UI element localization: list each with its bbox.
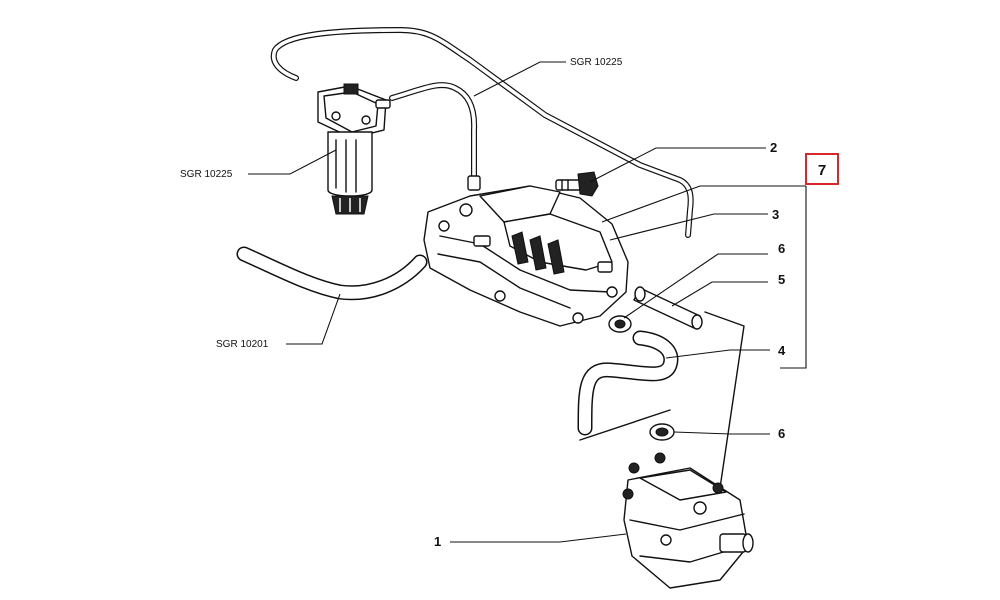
label-part-2: 2 [770, 140, 777, 155]
clip-part-6-lower [649, 423, 675, 441]
label-ref-filter: SGR 10225 [180, 169, 233, 180]
label-part-4: 4 [778, 343, 786, 358]
feed-pipe-filter [389, 82, 481, 191]
label-part-6-upper: 6 [778, 241, 785, 256]
return-pipe-top [270, 27, 694, 238]
label-part-3: 3 [772, 207, 779, 222]
hose-sgr-10201 [236, 246, 428, 301]
highlight-box [805, 153, 839, 185]
part-labels: SGR 10225 SGR 10225 SGR 10201 2 3 6 5 4 … [180, 57, 786, 549]
label-part-7: 7 [818, 162, 826, 179]
fuel-filter-assembly [317, 83, 391, 215]
hose-part-4 [577, 330, 679, 436]
label-part-1: 1 [434, 534, 441, 549]
highlight-part-7[interactable]: 7 [805, 153, 839, 185]
union-pipe-part-5 [633, 286, 703, 330]
label-part-6-lower: 6 [778, 426, 785, 441]
label-ref-hose: SGR 10201 [216, 339, 269, 350]
leader-lines [248, 61, 807, 543]
label-ref-top: SGR 10225 [570, 57, 623, 68]
rail-body-part-3 [423, 185, 629, 327]
injection-pump-part-1 [622, 452, 754, 589]
clip-part-6-upper [608, 315, 632, 333]
bolt-part-2 [555, 171, 599, 197]
label-part-5: 5 [778, 272, 785, 287]
